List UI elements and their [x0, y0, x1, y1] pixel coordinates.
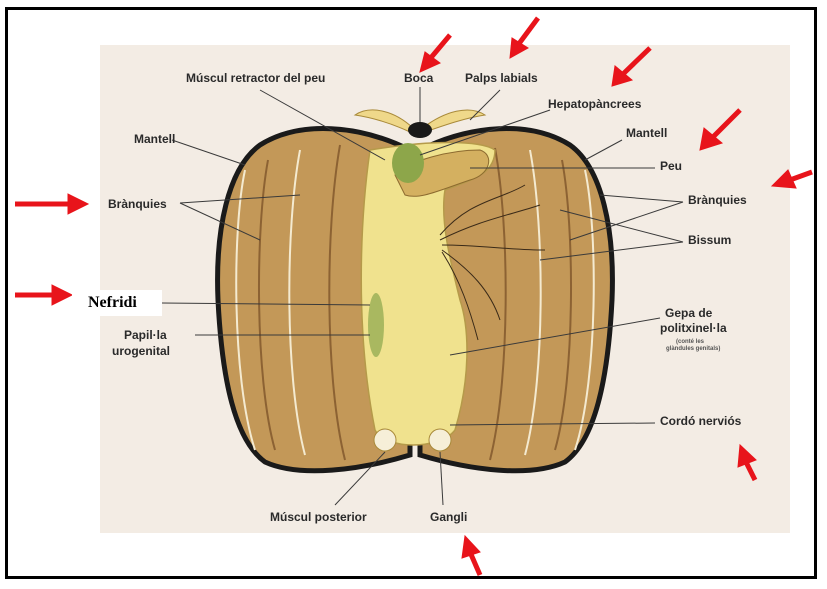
arrow-peu	[710, 108, 742, 140]
label-gangli: Gangli	[430, 510, 468, 524]
label-boca: Boca	[404, 71, 434, 85]
label-papilla: Papil·la	[124, 328, 167, 342]
label-gepa-note-2: glàndules genitals)	[666, 346, 721, 352]
arrow-gangli	[467, 551, 483, 576]
label-branquies-right: Brànquies	[688, 193, 747, 207]
label-muscul-posterior: Múscul posterior	[270, 510, 367, 524]
label-urogenital: urogenital	[112, 344, 171, 358]
arrows	[15, 16, 813, 576]
posterior-muscle-right	[428, 428, 452, 452]
visceral-mass	[360, 141, 496, 446]
label-gepa-note-1: (conté les	[676, 339, 705, 345]
posterior-muscle	[373, 428, 397, 452]
label-hepatopancrees: Hepatopàncrees	[548, 97, 642, 111]
label-mantell-right: Mantell	[626, 126, 668, 140]
label-nefridi: Nefridi	[72, 290, 162, 316]
arrow-hepato	[620, 46, 652, 77]
label-bissum: Bissum	[688, 233, 732, 247]
arrow-branquies-right	[789, 169, 813, 183]
label-peu: Peu	[660, 159, 683, 173]
hepatopancreas	[392, 143, 424, 183]
label-mantell-left: Mantell	[134, 132, 176, 146]
label-palps: Palps labials	[465, 71, 538, 85]
label-branquies-left: Brànquies	[108, 197, 167, 211]
label-muscul-retractor: Múscul retractor del peu	[186, 71, 326, 85]
label-gepa-de: Gepa de	[665, 306, 713, 320]
mouth	[408, 122, 432, 138]
label-cordo-nervios: Cordó nerviós	[660, 414, 742, 428]
left-valve	[215, 126, 413, 474]
arrow-palps	[515, 16, 541, 47]
right-valve	[417, 126, 615, 474]
arrow-boca	[427, 33, 452, 62]
nephridium	[368, 293, 384, 357]
label-politxinella: politxinel·la	[660, 321, 727, 335]
